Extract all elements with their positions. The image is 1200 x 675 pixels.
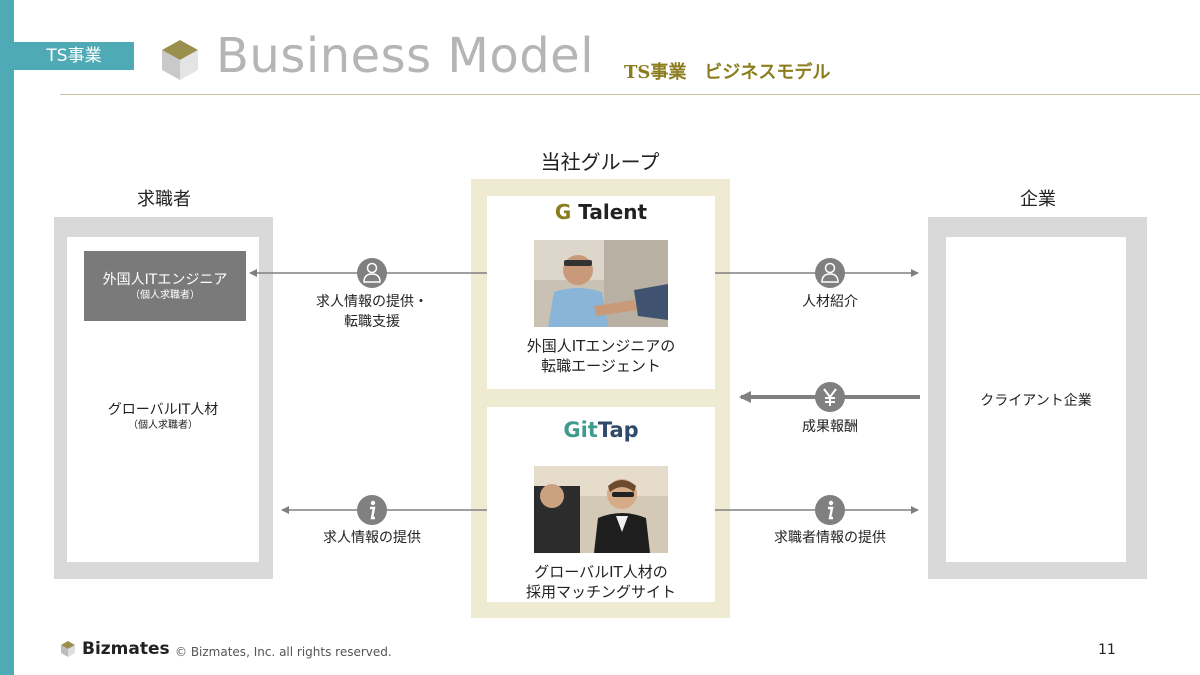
gtalent-caption-line1: 外国人ITエンジニアの xyxy=(526,337,676,355)
arrow-label-job-info-support-line1: 求人情報の提供・ xyxy=(316,294,428,310)
header-divider xyxy=(60,94,1200,95)
gtalent-logo: G Talent xyxy=(487,200,715,224)
foreign-engineer-label: 外国人ITエンジニア xyxy=(102,272,228,288)
gittap-logo-tap: Tap xyxy=(597,418,639,442)
global-talent-sub: （個人求職者） xyxy=(128,420,198,431)
gtalent-logo-g: G xyxy=(554,200,572,224)
handshake-photo xyxy=(534,240,668,327)
gittap-logo-git: Git xyxy=(563,418,598,442)
gtalent-caption-line2: 転職エージェント xyxy=(541,357,661,375)
gtalent-caption: 外国人ITエンジニアの 転職エージェント xyxy=(487,336,715,376)
logo-cube-icon xyxy=(160,38,200,82)
info-icon xyxy=(815,495,845,525)
person-icon xyxy=(357,258,387,288)
info-icon xyxy=(357,495,387,525)
gtalent-logo-text: Talent xyxy=(571,200,648,224)
section-tag: TS事業 xyxy=(14,42,134,70)
global-talent-block: グローバルIT人材 （個人求職者） xyxy=(67,400,259,432)
global-talent-label: グローバルIT人材 xyxy=(107,402,219,418)
group-title: 当社グループ xyxy=(540,150,660,174)
foreign-engineer-tag: 外国人ITエンジニア （個人求職者） xyxy=(84,251,246,321)
arrow-label-success-fee: 成果報酬 xyxy=(802,419,858,435)
company-panel xyxy=(946,237,1126,562)
arrow-label-job-info-support: 求人情報の提供・ 転職支援 xyxy=(292,292,452,332)
company-title: 企業 xyxy=(1020,189,1056,210)
page-number: 11 xyxy=(1098,642,1116,658)
client-company-label: クライアント企業 xyxy=(980,393,1092,409)
yen-icon xyxy=(815,382,845,412)
gittap-caption-line2: 採用マッチングサイト xyxy=(525,583,676,601)
bizmates-logo-icon xyxy=(60,640,76,658)
arrow-label-referral: 人材紹介 xyxy=(802,294,858,310)
gittap-caption: グローバルIT人材の 採用マッチングサイト xyxy=(487,562,715,602)
footer-brand: Bizmates xyxy=(82,639,170,659)
arrow-label-job-info-support-line2: 転職支援 xyxy=(344,314,400,330)
arrow-label-candidate-info: 求職者情報の提供 xyxy=(774,530,886,546)
arrow-label-job-info: 求人情報の提供 xyxy=(323,530,421,546)
gittap-caption-line1: グローバルIT人材の xyxy=(534,563,668,581)
person-icon xyxy=(815,258,845,288)
left-accent-bar xyxy=(0,0,14,675)
gittap-logo: GitTap xyxy=(487,418,715,442)
page-title: Business Model xyxy=(216,28,595,84)
page-subtitle: TS事業 ビジネスモデル xyxy=(624,62,831,83)
footer-copyright: © Bizmates, Inc. all rights reserved. xyxy=(175,645,392,659)
interview-photo xyxy=(534,466,668,553)
job-seeker-title: 求職者 xyxy=(137,189,191,210)
foreign-engineer-sub: （個人求職者） xyxy=(130,290,200,301)
